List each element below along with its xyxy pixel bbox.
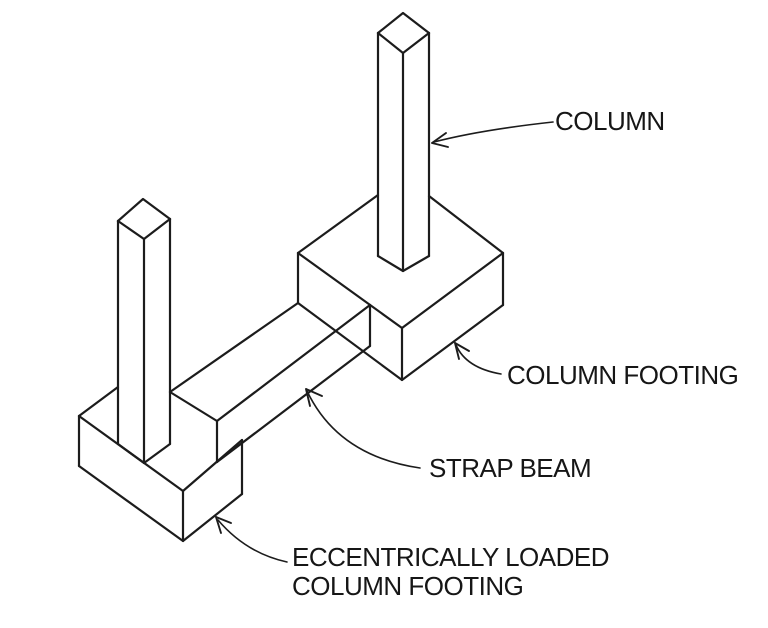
strap-beam: [168, 301, 372, 464]
column-left: [116, 197, 172, 465]
column-footing-right: [296, 193, 505, 382]
leader-strap-beam: [305, 388, 421, 469]
label-eccentric-footing-line2: COLUMN FOOTING: [292, 571, 524, 601]
leader-column-footing: [454, 342, 502, 375]
leader-lines: [215, 121, 554, 563]
label-column: COLUMN: [555, 106, 665, 136]
label-eccentric-footing: ECCENTRICALLY LOADED COLUMN FOOTING: [292, 542, 610, 601]
label-column-footing: COLUMN FOOTING: [507, 360, 739, 390]
label-strap-beam: STRAP BEAM: [429, 453, 592, 483]
leader-eccentric-footing: [215, 516, 288, 563]
label-eccentric-footing-line1: ECCENTRICALLY LOADED: [292, 542, 610, 572]
column-right: [376, 11, 431, 273]
eccentric-footing-left: [77, 385, 244, 543]
leader-column: [431, 121, 554, 148]
